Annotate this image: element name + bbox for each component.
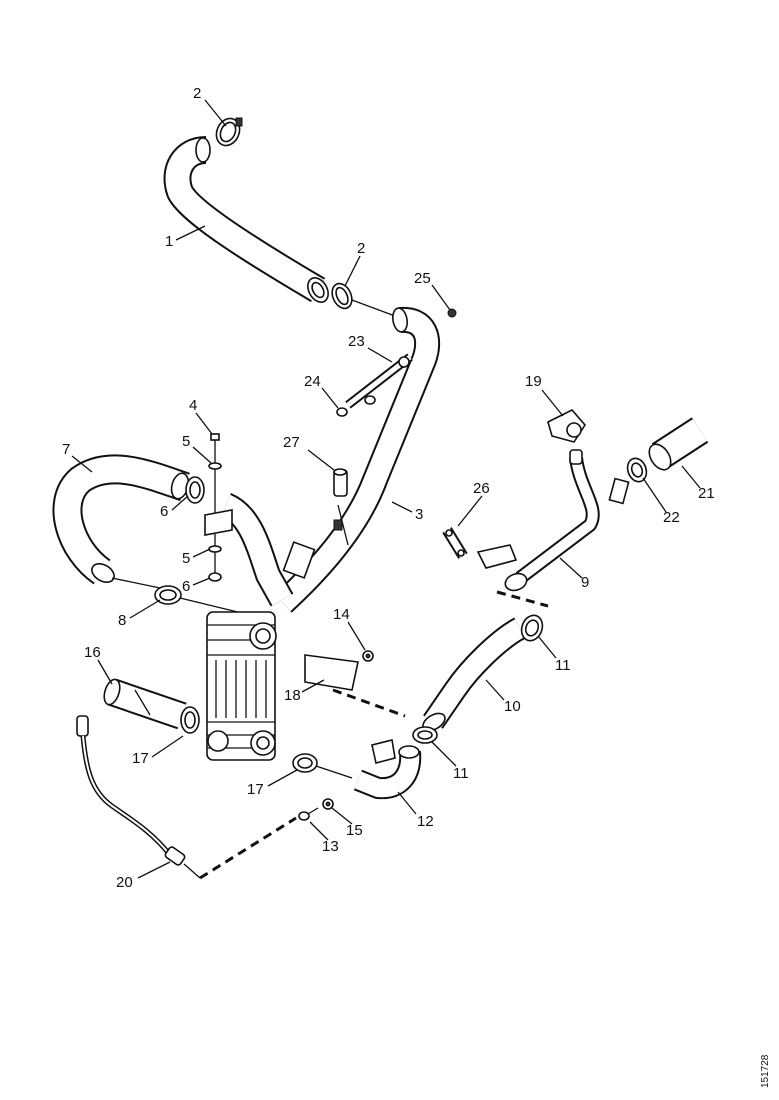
hose-12 — [353, 739, 422, 800]
washer-5-lower — [208, 545, 222, 553]
callout-label-5: 5 — [182, 433, 190, 450]
bolt-24 — [336, 395, 376, 417]
bracket-23 — [345, 353, 413, 409]
callout-label-14: 14 — [333, 606, 350, 623]
callout-label-5: 5 — [182, 550, 190, 567]
callout-labels: 2 1 2 25 23 24 19 4 5 27 7 6 3 26 21 22 … — [62, 85, 715, 891]
washer-5-upper — [208, 462, 222, 470]
nut-15 — [322, 798, 334, 810]
plug-27 — [333, 468, 348, 497]
callout-label-3: 3 — [415, 506, 423, 523]
callout-label-8: 8 — [118, 612, 126, 629]
hose-16 — [103, 678, 187, 730]
clamp-22 — [626, 457, 648, 483]
callout-label-18: 18 — [284, 687, 301, 704]
callout-label-12: 12 — [417, 813, 434, 830]
clamp-11-upper — [520, 614, 544, 642]
callout-label-9: 9 — [581, 574, 589, 591]
clamp-2-lower — [331, 282, 353, 310]
callout-label-27: 27 — [283, 434, 300, 451]
dashed-line — [496, 590, 549, 608]
bolt-4 — [210, 433, 220, 575]
hose-7 — [52, 454, 190, 585]
callout-label-1: 1 — [165, 233, 173, 250]
callout-label-11: 11 — [555, 657, 571, 674]
hose-1 — [163, 136, 329, 303]
callout-label-2: 2 — [193, 85, 201, 102]
leader-lines — [71, 99, 701, 879]
fitting-19 — [547, 409, 586, 465]
plate-18 — [304, 654, 359, 691]
bracket-plate — [204, 509, 233, 536]
hose-3 — [219, 306, 441, 613]
bracket-26 — [442, 527, 468, 559]
callout-label-19: 19 — [525, 373, 542, 390]
hose-21 — [648, 417, 709, 471]
callout-label-22: 22 — [663, 509, 680, 526]
clamp-17-right — [292, 753, 318, 773]
clamp-6 — [185, 476, 205, 504]
heat-exchanger — [206, 611, 277, 761]
callout-label-2: 2 — [357, 240, 365, 257]
clamp-17-left — [180, 706, 200, 734]
callout-label-4: 4 — [189, 397, 197, 414]
callout-label-20: 20 — [116, 874, 133, 891]
bolt-13 — [298, 807, 319, 821]
clamp-11-lower — [412, 726, 438, 744]
callout-label-13: 13 — [322, 838, 339, 855]
callout-label-25: 25 — [414, 270, 431, 287]
bolt-14 — [362, 650, 374, 662]
pipe-9 — [476, 456, 630, 592]
callout-label-23: 23 — [348, 333, 365, 350]
bolt-25 — [447, 308, 457, 318]
dashed-line — [199, 816, 297, 880]
alignment-line — [111, 577, 161, 589]
callout-label-7: 7 — [62, 441, 70, 458]
callout-label-16: 16 — [84, 644, 101, 661]
callout-label-11: 11 — [453, 765, 469, 782]
clamp-8 — [154, 585, 182, 605]
hose-10 — [422, 617, 527, 732]
callout-label-26: 26 — [473, 480, 490, 497]
figure-id: 151728 — [760, 1054, 771, 1088]
sensor-20 — [76, 715, 201, 879]
callout-label-17: 17 — [132, 750, 149, 767]
alignment-line — [315, 765, 353, 779]
clamp-2-top — [215, 117, 243, 147]
callout-label-15: 15 — [346, 822, 363, 839]
nut-6 — [208, 572, 222, 582]
dashed-line — [332, 688, 406, 718]
callout-label-21: 21 — [698, 485, 715, 502]
callout-label-6: 6 — [160, 503, 168, 520]
callout-label-24: 24 — [304, 373, 321, 390]
callout-label-17: 17 — [247, 781, 264, 798]
callout-label-10: 10 — [504, 698, 521, 715]
alignment-line — [351, 299, 396, 317]
callout-label-6: 6 — [182, 578, 190, 595]
